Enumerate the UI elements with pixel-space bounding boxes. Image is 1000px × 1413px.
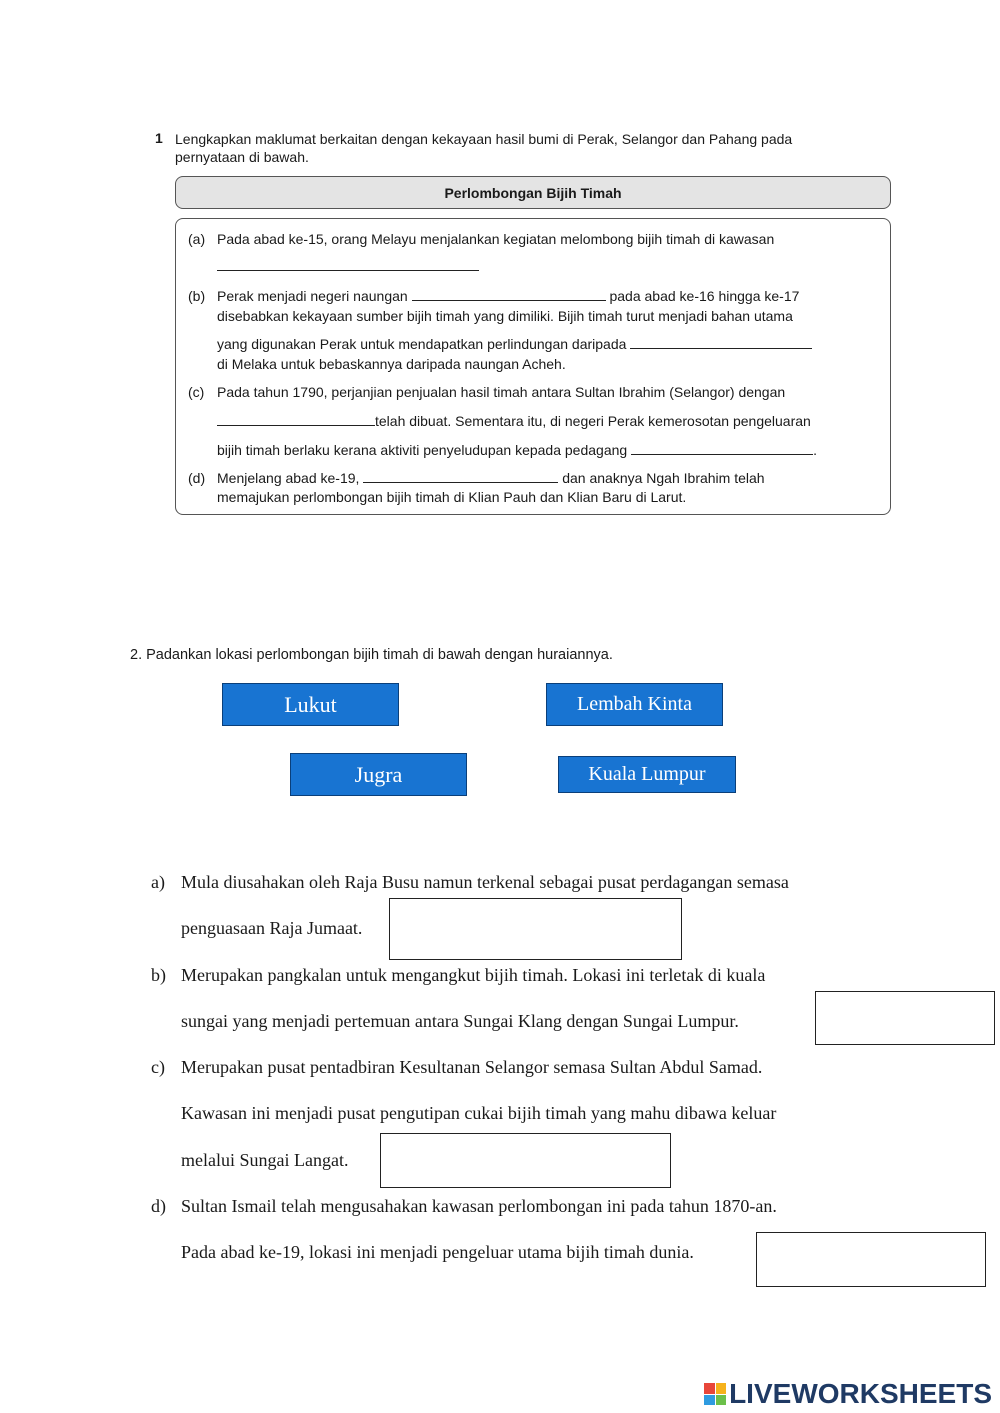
q2-item-d-label: d)	[151, 1196, 166, 1216]
item-b-line-4: di Melaka untuk bebaskannya daripada nau…	[217, 356, 566, 372]
q2-item-b-line-2: sungai yang menjadi pertemuan antara Sun…	[181, 1011, 739, 1031]
item-d-label: (d)	[188, 470, 206, 486]
q2-item-d-line-1: Sultan Ismail telah mengusahakan kawasan…	[181, 1196, 777, 1216]
question-1-instruction: Lengkapkan maklumat berkaitan dengan kek…	[175, 131, 793, 165]
blank-c1[interactable]	[217, 413, 375, 426]
option-lembah-kinta[interactable]: Lembah Kinta	[546, 683, 723, 726]
question-1-box	[175, 218, 891, 515]
item-a-label: (a)	[188, 231, 206, 247]
q2-item-c-line-1: Merupakan pusat pentadbiran Kesultanan S…	[181, 1057, 763, 1077]
blank-c2[interactable]	[631, 442, 814, 455]
item-c-line-3: bijih timah berlaku kerana aktiviti peny…	[217, 442, 817, 458]
q2-item-b-label: b)	[151, 965, 166, 985]
liveworksheets-logo: LIVEWORKSHEETS	[704, 1378, 992, 1410]
q2-item-a-line-2: penguasaan Raja Jumaat.	[181, 918, 363, 938]
q2-item-d-line-2: Pada abad ke-19, lokasi ini menjadi peng…	[181, 1242, 694, 1262]
q2-item-a-label: a)	[151, 872, 165, 892]
blank-b2[interactable]	[630, 336, 813, 349]
option-kuala-lumpur[interactable]: Kuala Lumpur	[558, 756, 736, 793]
item-a-line-1: Pada abad ke-15, orang Melayu menjalanka…	[217, 231, 775, 247]
item-b-line-3: yang digunakan Perak untuk mendapatkan p…	[217, 336, 813, 352]
answer-box-c[interactable]	[380, 1133, 671, 1188]
item-d-line-1: Menjelang abad ke-19, dan anaknya Ngah I…	[217, 470, 765, 486]
answer-box-b[interactable]	[815, 991, 995, 1045]
question-2-title: 2. Padankan lokasi perlombongan bijih ti…	[130, 647, 613, 663]
item-c-line-2: telah dibuat. Sementara itu, di negeri P…	[217, 413, 811, 429]
item-c-line-1: Pada tahun 1790, perjanjian penjualan ha…	[217, 384, 786, 400]
blank-d[interactable]	[363, 470, 559, 483]
blank-a[interactable]	[217, 258, 479, 271]
item-b-label: (b)	[188, 288, 206, 304]
blank-b1[interactable]	[411, 288, 606, 301]
q2-item-c-label: c)	[151, 1057, 165, 1077]
q2-item-c-line-3: melalui Sungai Langat.	[181, 1150, 349, 1170]
question-1-number: 1	[155, 130, 163, 146]
section-title-box: Perlombongan Bijih Timah	[175, 176, 891, 209]
item-b-line-2: disebabkan kekayaan sumber bijih timah y…	[217, 308, 793, 324]
brand-name: LIVEWORKSHEETS	[729, 1378, 992, 1409]
option-lukut[interactable]: Lukut	[222, 683, 399, 726]
answer-box-d[interactable]	[756, 1232, 986, 1287]
item-d-line-2: memajukan perlombongan bijih timah di Kl…	[217, 489, 687, 505]
item-b-line-1: Perak menjadi negeri naungan pada abad k…	[217, 288, 800, 304]
liveworksheets-logo-icon	[704, 1383, 727, 1405]
q2-item-b-line-1: Merupakan pangkalan untuk mengangkut bij…	[181, 965, 766, 985]
answer-box-a[interactable]	[389, 898, 682, 960]
option-jugra[interactable]: Jugra	[290, 753, 467, 796]
q2-item-a-line-1: Mula diusahakan oleh Raja Busu namun ter…	[181, 872, 789, 892]
item-c-label: (c)	[188, 384, 205, 400]
q2-item-c-line-2: Kawasan ini menjadi pusat pengutipan cuk…	[181, 1103, 777, 1123]
